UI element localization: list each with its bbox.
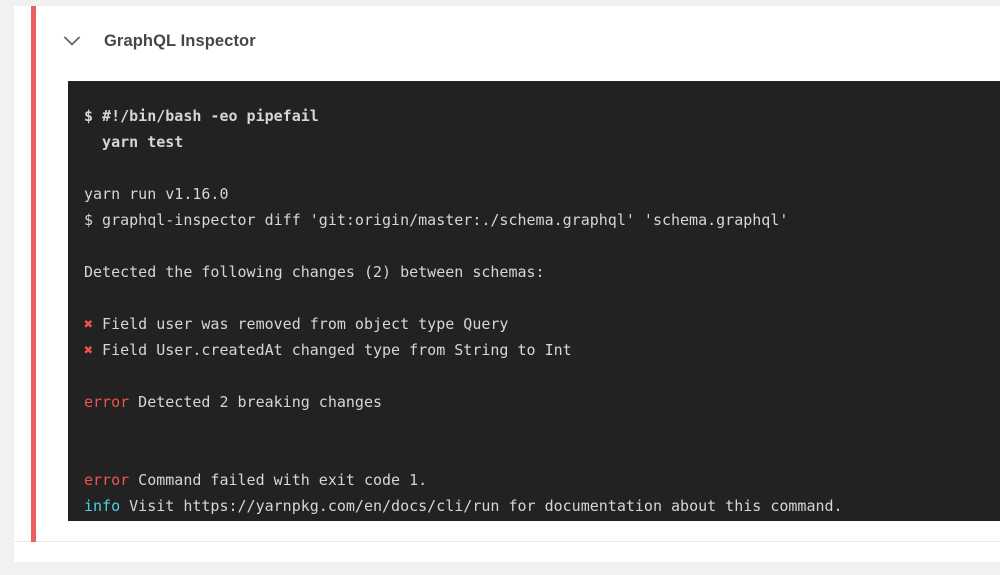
terminal-line-exited-with-code: Exited with code 1 [84,519,1000,521]
terminal-token-default: $ #!/bin/bash -eo pipefail [84,107,319,125]
build-step-header[interactable]: GraphQL Inspector [58,20,256,62]
terminal-token-default: Detected 2 breaking changes [129,393,383,411]
terminal-log-output[interactable]: $ #!/bin/bash -eo pipefail yarn test yar… [68,81,1000,521]
terminal-token-cross: ✖ [84,315,94,333]
terminal-line-blank-2 [84,233,1000,259]
terminal-lines: $ #!/bin/bash -eo pipefail yarn test yar… [84,103,1000,521]
terminal-token-default: Detected the following changes (2) betwe… [84,263,545,281]
terminal-token-default: yarn run v1.16.0 [84,185,229,203]
page-background-gutter [0,0,14,575]
terminal-line-error-breaking-changes: error Detected 2 breaking changes [84,389,1000,415]
terminal-line-blank-4 [84,363,1000,389]
terminal-line-blank-6 [84,441,1000,467]
terminal-token-default: Command failed with exit code 1. [129,471,428,489]
terminal-line-error-command-failed: error Command failed with exit code 1. [84,467,1000,493]
status-accent-bar [31,6,36,542]
terminal-token-default: $ graphql-inspector diff 'git:origin/mas… [84,211,789,229]
terminal-line-detected-changes: Detected the following changes (2) betwe… [84,259,1000,285]
terminal-token-default: yarn test [84,133,184,151]
terminal-token-default: Field user was removed from object type … [93,315,509,333]
terminal-line-info-visit-docs: info Visit https://yarnpkg.com/en/docs/c… [84,493,1000,519]
terminal-line-yarn-version: yarn run v1.16.0 [84,181,1000,207]
chevron-down-icon[interactable] [58,27,86,55]
terminal-line-change-2: ✖ Field User.createdAt changed type from… [84,337,1000,363]
terminal-line-inspector-diff-cmd: $ graphql-inspector diff 'git:origin/mas… [84,207,1000,233]
build-step-card: GraphQL Inspector $ #!/bin/bash -eo pipe… [14,5,1000,562]
terminal-line-cmd-yarn-test: yarn test [84,129,1000,155]
terminal-token-error: error [84,393,130,411]
card-divider [14,541,1000,542]
page-title: GraphQL Inspector [104,31,256,50]
terminal-line-cmd-shebang: $ #!/bin/bash -eo pipefail [84,103,1000,129]
terminal-token-default: Visit https://yarnpkg.com/en/docs/cli/ru… [120,497,843,515]
terminal-line-blank-5 [84,415,1000,441]
terminal-token-error: error [84,471,130,489]
terminal-line-change-1: ✖ Field user was removed from object typ… [84,311,1000,337]
terminal-token-default: Field User.createdAt changed type from S… [93,341,572,359]
terminal-line-blank-3 [84,285,1000,311]
terminal-line-blank-1 [84,155,1000,181]
terminal-token-info: info [84,497,121,515]
terminal-token-cross: ✖ [84,341,94,359]
